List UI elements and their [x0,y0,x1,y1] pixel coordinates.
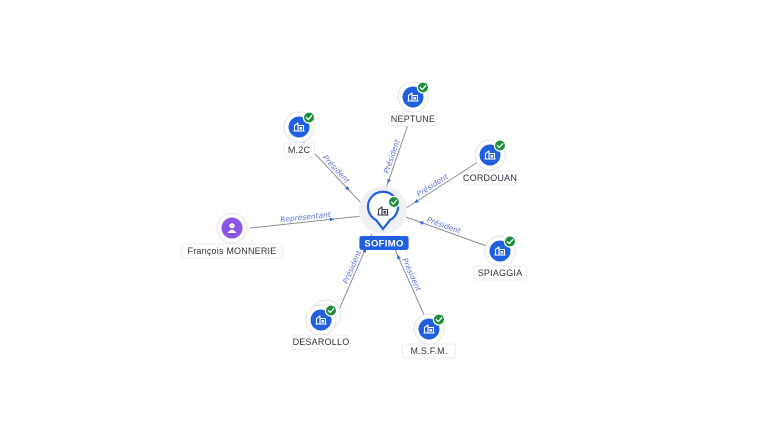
building-icon [479,144,501,166]
node-spiaggia[interactable]: SPIAGGIA [473,235,527,281]
edge-arrow-icon [418,221,424,226]
node-label-desarollo: DESAROLLO [293,337,350,347]
node-neptune[interactable]: NEPTUNE [388,81,438,127]
edge-arrow-icon [387,178,392,184]
verified-check-icon [324,304,338,317]
building-icon [489,240,511,262]
edge-label-cordouan: Président [415,171,450,198]
building-icon [288,116,310,138]
node-label-monnerie: François MONNERIE [188,246,277,256]
person-icon [221,217,243,239]
node-msfm[interactable]: M.S.F.M. [402,313,456,359]
edge-arrow-icon [397,254,401,260]
verified-check-icon [387,195,401,209]
verified-check-icon [416,81,430,94]
edge-spiaggia: Président [405,215,493,249]
center-node[interactable]: SOFIMO [359,186,409,250]
node-m2c[interactable]: M.2C [282,111,316,158]
node-label-spiaggia: SPIAGGIA [478,268,523,278]
verified-check-icon [302,111,316,124]
building-icon [377,206,389,216]
node-monnerie[interactable]: François MONNERIE [181,212,283,259]
edge-arrow-icon [329,217,335,222]
edge-monnerie: Représentant [249,210,363,229]
node-label-msfm: M.S.F.M. [410,346,447,356]
edge-label-spiaggia: Président [426,215,463,236]
verified-check-icon [503,235,517,248]
edge-arrow-icon [414,198,419,204]
edge-arrow-icon [344,185,350,191]
building-icon [402,86,424,108]
building-icon [310,309,332,331]
node-cordouan[interactable]: CORDOUAN [463,139,517,186]
node-desarollo[interactable]: DESAROLLO [291,299,351,350]
node-label-neptune: NEPTUNE [391,114,435,124]
verified-check-icon [493,139,507,152]
verified-check-icon [432,313,446,326]
node-label-m2c: M.2C [288,145,311,155]
center-node-label: SOFIMO [364,239,403,250]
node-label-cordouan: CORDOUAN [463,173,517,183]
edge-label-m2c: Président [321,153,352,186]
nodes: NEPTUNE M.2C CORDOUAN SPIAGGIA M.S.F.M. DESAR… [181,81,527,359]
edge-cordouan: Président [399,161,479,213]
building-icon [418,318,440,340]
edge-label-neptune: Président [382,137,402,174]
